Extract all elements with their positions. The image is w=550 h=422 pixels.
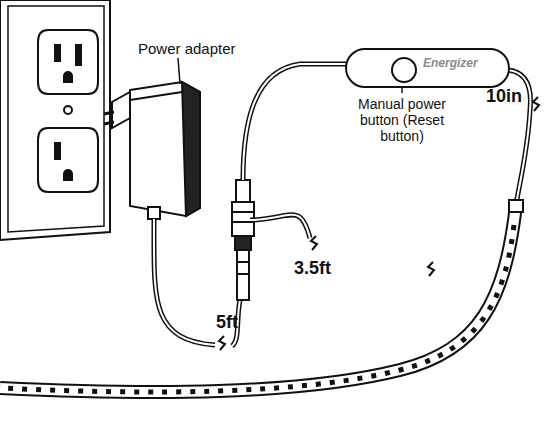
extension-cord	[250, 215, 310, 238]
dimension: 10in	[486, 86, 522, 107]
part-label: Power adapter	[138, 40, 236, 57]
dimension: 3.5ft	[294, 258, 331, 279]
adapter-cord	[154, 219, 215, 345]
outlet	[38, 30, 98, 94]
controller-box: Energizer	[345, 48, 510, 88]
break-mark	[533, 97, 539, 111]
controller-cord	[243, 64, 346, 180]
leader-line	[178, 58, 180, 84]
power-button	[391, 57, 417, 83]
wall-plate-inner	[8, 6, 104, 232]
outlet	[38, 128, 98, 192]
wall-plate	[0, 0, 110, 240]
dimension: 5ft	[216, 312, 238, 333]
callout-label: Manual power button (Reset button)	[346, 96, 458, 144]
led-strip	[0, 200, 523, 392]
barrel-connector	[232, 180, 254, 300]
brand-logo: Energizer	[423, 56, 478, 70]
plate-screw	[64, 106, 72, 114]
break-mark	[219, 336, 225, 350]
break-mark	[428, 262, 434, 276]
power-adapter	[104, 82, 200, 219]
break-mark	[311, 236, 317, 250]
